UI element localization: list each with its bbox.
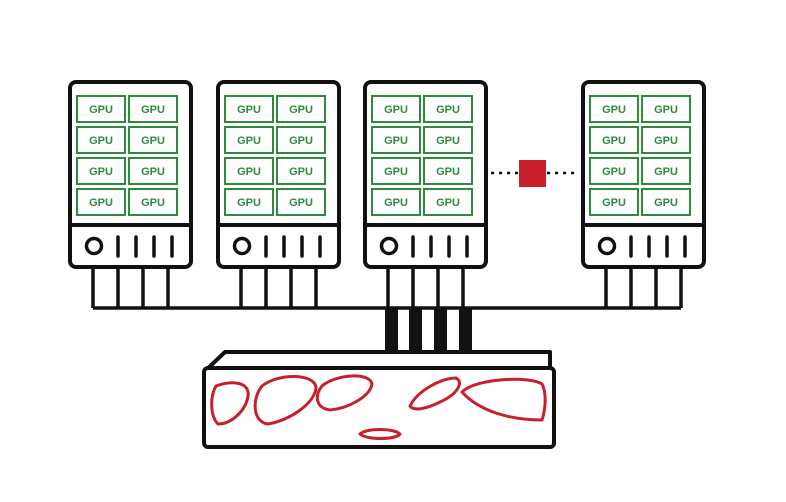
gpu-module bbox=[641, 126, 691, 154]
gpu-label: GPU bbox=[436, 197, 460, 209]
gpu-label: GPU bbox=[141, 197, 165, 209]
power-button-icon bbox=[232, 236, 252, 256]
gpu-label: GPU bbox=[654, 135, 678, 147]
gpu-module bbox=[371, 95, 421, 123]
gpu-module bbox=[641, 188, 691, 216]
gpu-label: GPU bbox=[141, 166, 165, 178]
storage-array-icon bbox=[202, 350, 556, 449]
red-square-icon bbox=[519, 160, 546, 187]
storage-cable bbox=[434, 308, 447, 352]
gpu-label: GPU bbox=[237, 197, 261, 209]
gpu-module bbox=[423, 126, 473, 154]
gpu-label: GPU bbox=[384, 166, 408, 178]
gpu-label: GPU bbox=[89, 104, 113, 116]
gpu-module bbox=[423, 157, 473, 185]
gpu-module bbox=[589, 157, 639, 185]
gpu-module bbox=[423, 188, 473, 216]
gpu-label: GPU bbox=[141, 135, 165, 147]
gpu-label: GPU bbox=[436, 135, 460, 147]
gpu-module bbox=[423, 95, 473, 123]
gpu-label: GPU bbox=[89, 135, 113, 147]
gpu-server-icon: GPU GPU GPU GPU GPU GPU GPU GPU bbox=[363, 80, 488, 308]
gpu-module bbox=[589, 188, 639, 216]
gpu-server-icon: GPU GPU GPU GPU GPU GPU GPU GPU bbox=[216, 80, 341, 308]
gpu-module bbox=[276, 126, 326, 154]
gpu-module bbox=[276, 95, 326, 123]
power-button-icon bbox=[597, 236, 617, 256]
gpu-label: GPU bbox=[289, 104, 313, 116]
gpu-label: GPU bbox=[289, 135, 313, 147]
gpu-module bbox=[224, 126, 274, 154]
gpu-module bbox=[371, 188, 421, 216]
storage-cable bbox=[385, 308, 398, 352]
gpu-label: GPU bbox=[436, 166, 460, 178]
gpu-label: GPU bbox=[654, 104, 678, 116]
data-blob bbox=[315, 374, 374, 412]
data-blob bbox=[358, 428, 402, 440]
network-links bbox=[93, 306, 681, 352]
gpu-module bbox=[76, 157, 126, 185]
data-blob bbox=[408, 376, 461, 411]
storage-cable bbox=[409, 308, 422, 352]
gpu-label: GPU bbox=[654, 166, 678, 178]
gpu-label: GPU bbox=[89, 166, 113, 178]
ellipsis-connector bbox=[491, 160, 577, 187]
gpu-module bbox=[276, 188, 326, 216]
gpu-module bbox=[224, 95, 274, 123]
gpu-module bbox=[589, 126, 639, 154]
power-button-icon bbox=[84, 236, 104, 256]
power-button-icon bbox=[379, 236, 399, 256]
gpu-label: GPU bbox=[237, 104, 261, 116]
gpu-label: GPU bbox=[141, 104, 165, 116]
gpu-module bbox=[224, 157, 274, 185]
data-blob bbox=[210, 381, 250, 426]
gpu-module bbox=[371, 126, 421, 154]
gpu-label: GPU bbox=[384, 104, 408, 116]
gpu-module bbox=[224, 188, 274, 216]
gpu-module bbox=[641, 95, 691, 123]
gpu-module bbox=[276, 157, 326, 185]
gpu-module bbox=[128, 188, 178, 216]
gpu-label: GPU bbox=[289, 197, 313, 209]
gpu-label: GPU bbox=[602, 104, 626, 116]
gpu-module bbox=[128, 95, 178, 123]
gpu-label: GPU bbox=[654, 197, 678, 209]
gpu-label: GPU bbox=[237, 135, 261, 147]
gpu-label: GPU bbox=[384, 135, 408, 147]
gpu-label: GPU bbox=[602, 135, 626, 147]
gpu-label: GPU bbox=[384, 197, 408, 209]
gpu-server-icon: GPU GPU GPU GPU GPU GPU GPU GPU bbox=[68, 80, 193, 308]
gpu-server-icon: GPU GPU GPU GPU GPU GPU GPU GPU bbox=[581, 80, 706, 308]
gpu-label: GPU bbox=[436, 104, 460, 116]
gpu-label: GPU bbox=[602, 197, 626, 209]
gpu-module bbox=[76, 95, 126, 123]
gpu-module bbox=[589, 95, 639, 123]
gpu-label: GPU bbox=[602, 166, 626, 178]
gpu-label: GPU bbox=[237, 166, 261, 178]
gpu-module bbox=[76, 188, 126, 216]
gpu-module bbox=[641, 157, 691, 185]
data-blob bbox=[253, 374, 318, 426]
data-blob bbox=[460, 377, 547, 422]
gpu-module bbox=[128, 157, 178, 185]
gpu-module bbox=[128, 126, 178, 154]
gpu-module bbox=[371, 157, 421, 185]
gpu-label: GPU bbox=[89, 197, 113, 209]
gpu-label: GPU bbox=[289, 166, 313, 178]
gpu-module bbox=[76, 126, 126, 154]
storage-cable bbox=[459, 308, 472, 352]
